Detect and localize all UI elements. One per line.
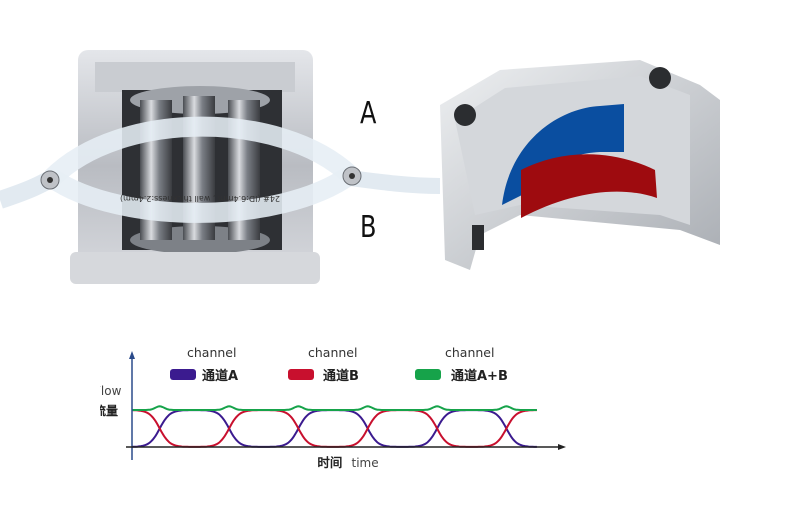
flow-chart: Flow 流量 时间 time	[100, 351, 566, 471]
y-axis-label-cn: 流量	[100, 403, 118, 418]
series-line-channel-b	[131, 409, 537, 448]
legend-caption: channel	[445, 345, 495, 360]
legend-label-a: 通道A	[202, 369, 239, 384]
x-axis-label: 时间 time	[317, 452, 378, 471]
legend-swatch-ab	[415, 369, 441, 380]
channel-b-marker: B	[360, 210, 377, 245]
tube-print-text: 24# (ID:6.4mm , wall thickness:2.4mm)	[120, 194, 280, 203]
series-line-channel-ab	[132, 405, 537, 411]
insert-red	[521, 154, 657, 218]
x-axis-arrow	[558, 444, 566, 450]
pump-head-photo: 24# (ID:6.4mm , wall thickness:2.4mm)	[0, 50, 720, 284]
occlusion-bed-right	[440, 60, 720, 270]
legend-label-b: 通道B	[323, 369, 359, 384]
y-axis-arrow	[129, 351, 135, 359]
series-line-channel-a	[131, 409, 537, 448]
legend-swatch-a	[170, 369, 196, 380]
channel-a-marker: A	[360, 96, 377, 131]
legend-swatch-b	[288, 369, 314, 380]
pump-head-left: 24# (ID:6.4mm , wall thickness:2.4mm)	[0, 50, 441, 284]
y-axis-label-en: Flow	[100, 384, 122, 398]
x-axis-label-en: time	[351, 456, 378, 470]
legend-label-ab: 通道A+B	[451, 369, 508, 384]
legend-caption: channel	[187, 345, 237, 360]
x-axis-label-cn: 时间	[317, 455, 342, 470]
legend-caption: channel	[308, 345, 358, 360]
